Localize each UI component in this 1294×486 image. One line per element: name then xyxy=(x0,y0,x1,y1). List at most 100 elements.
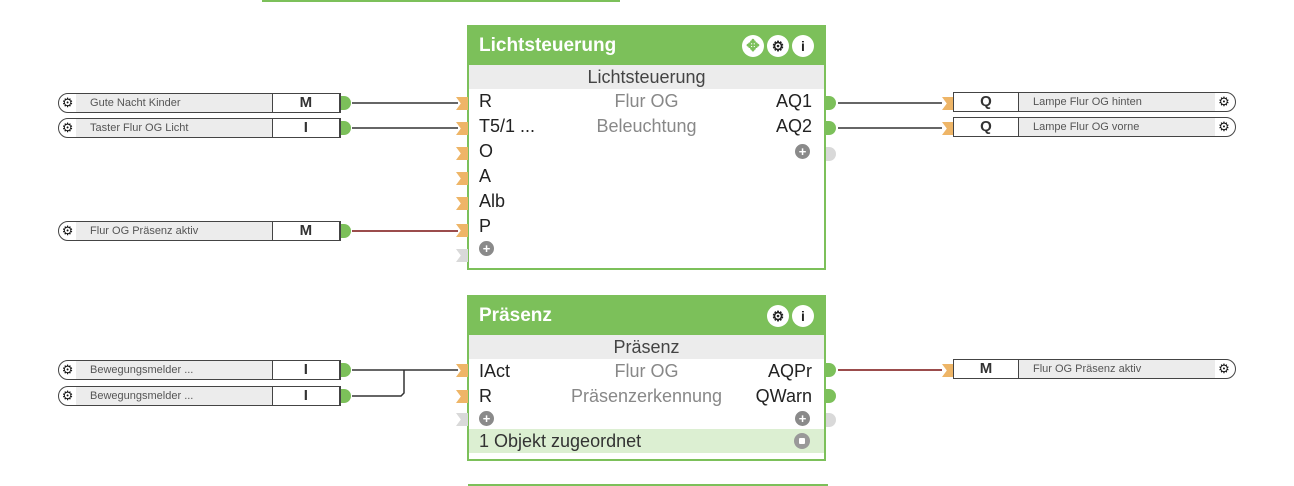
move-icon[interactable]: ✥ xyxy=(742,35,764,57)
block-row: + + xyxy=(469,409,824,429)
output-port[interactable] xyxy=(826,121,840,135)
input-label: R xyxy=(479,91,492,111)
block-subtitle: Präsenz xyxy=(469,335,824,359)
input-port[interactable] xyxy=(456,197,468,210)
add-output-icon[interactable]: + xyxy=(795,144,810,159)
input-label: T5/1 ... xyxy=(479,116,536,136)
input-port[interactable] xyxy=(456,147,468,160)
input-port[interactable] xyxy=(456,122,468,135)
input-port[interactable] xyxy=(456,97,468,110)
block-title: Lichtsteuerung xyxy=(479,35,617,56)
object-taster-flur-og-licht[interactable]: ⚙ Taster Flur OG Licht I xyxy=(58,118,341,138)
gear-icon[interactable]: ⚙ xyxy=(1218,119,1230,134)
input-port[interactable] xyxy=(456,390,468,403)
input-port[interactable] xyxy=(942,122,954,135)
output-port[interactable] xyxy=(826,389,840,403)
block-row: + xyxy=(469,239,824,259)
row-label: Flur OG xyxy=(614,361,679,381)
object-name: Flur OG Präsenz aktiv xyxy=(1019,360,1215,378)
object-name: Bewegungsmelder ... xyxy=(76,361,272,379)
output-port-empty[interactable] xyxy=(826,413,840,427)
input-port[interactable] xyxy=(942,364,954,377)
block-subtitle: Lichtsteuerung xyxy=(469,65,824,89)
output-port[interactable] xyxy=(341,224,355,238)
object-name: Flur OG Präsenz aktiv xyxy=(76,222,272,240)
output-port[interactable] xyxy=(341,389,355,403)
input-label: A xyxy=(479,166,492,186)
block-header[interactable]: Präsenz ⚙ i xyxy=(469,297,824,335)
gear-icon[interactable]: ⚙ xyxy=(1218,361,1230,376)
assigned-objects-label: 1 Objekt zugeordnet xyxy=(479,431,642,451)
input-port-empty[interactable] xyxy=(456,249,468,262)
input-label: IAct xyxy=(479,361,511,381)
object-name: Taster Flur OG Licht xyxy=(76,119,272,137)
object-type: M xyxy=(954,360,1019,378)
block-row: O + xyxy=(469,139,824,164)
input-port[interactable] xyxy=(456,224,468,237)
block-row: A xyxy=(469,164,824,189)
input-label: R xyxy=(479,386,492,406)
object-flur-og-praesenz-aktiv[interactable]: ⚙ Flur OG Präsenz aktiv M xyxy=(58,221,341,241)
output-label: AQPr xyxy=(767,361,812,381)
object-name: Lampe Flur OG hinten xyxy=(1019,93,1215,111)
add-input-icon[interactable]: + xyxy=(479,411,494,426)
row-label: Präsenzerkennung xyxy=(570,386,723,406)
input-label: P xyxy=(479,216,492,236)
output-port[interactable] xyxy=(826,363,840,377)
block-footer[interactable]: 1 Objekt zugeordnet xyxy=(469,429,824,453)
gear-icon[interactable]: ⚙ xyxy=(61,120,74,135)
add-input-icon[interactable]: + xyxy=(479,241,494,256)
gear-icon[interactable]: ⚙ xyxy=(1218,94,1230,109)
block-edge-bottom xyxy=(468,484,828,486)
info-icon[interactable]: i xyxy=(792,35,814,57)
row-label: Flur OG xyxy=(614,91,679,111)
input-port[interactable] xyxy=(456,364,468,377)
gear-icon[interactable]: ⚙ xyxy=(61,95,74,110)
output-port[interactable] xyxy=(341,121,355,135)
row-label: Beleuchtung xyxy=(596,116,697,136)
block-header[interactable]: Lichtsteuerung ✥ ⚙ i xyxy=(469,27,824,65)
object-type: Q xyxy=(954,118,1019,136)
block-row: IAct Flur OG AQPr xyxy=(469,359,824,384)
object-name: Lampe Flur OG vorne xyxy=(1019,118,1215,136)
add-output-icon[interactable]: + xyxy=(795,411,810,426)
gear-icon[interactable]: ⚙ xyxy=(61,223,74,238)
output-label: AQ2 xyxy=(775,116,812,136)
gear-icon[interactable]: ⚙ xyxy=(767,35,789,57)
input-port-empty[interactable] xyxy=(456,413,468,426)
output-label: QWarn xyxy=(755,386,812,406)
input-port[interactable] xyxy=(456,172,468,185)
object-icon[interactable] xyxy=(794,433,810,449)
logic-block-praesenz[interactable]: Präsenz ⚙ i Präsenz IAct Flur OG AQPr R … xyxy=(467,295,826,461)
object-bewegungsmelder-1[interactable]: ⚙ Bewegungsmelder ... I xyxy=(58,360,341,380)
block-row: Alb xyxy=(469,189,824,214)
object-name: Bewegungsmelder ... xyxy=(76,387,272,405)
input-label: O xyxy=(479,141,494,161)
gear-icon[interactable]: ⚙ xyxy=(61,388,74,403)
object-lampe-flur-og-vorne[interactable]: Q Lampe Flur OG vorne ⚙ xyxy=(953,117,1236,137)
input-label: Alb xyxy=(479,191,506,211)
output-port[interactable] xyxy=(826,96,840,110)
logic-block-lichtsteuerung[interactable]: Lichtsteuerung ✥ ⚙ i Lichtsteuerung R Fl… xyxy=(467,25,826,270)
block-title: Präsenz xyxy=(479,305,552,326)
input-port[interactable] xyxy=(942,97,954,110)
object-type: M xyxy=(271,94,340,112)
gear-icon[interactable]: ⚙ xyxy=(767,305,789,327)
info-icon[interactable]: i xyxy=(792,305,814,327)
wire-bewegung-2 xyxy=(352,370,405,397)
object-lampe-flur-og-hinten[interactable]: Q Lampe Flur OG hinten ⚙ xyxy=(953,92,1236,112)
block-row: T5/1 ... Beleuchtung AQ2 xyxy=(469,114,824,139)
object-type: I xyxy=(271,361,340,379)
output-port[interactable] xyxy=(341,363,355,377)
block-row: R Flur OG AQ1 xyxy=(469,89,824,114)
output-label: AQ1 xyxy=(775,91,812,111)
object-gute-nacht-kinder[interactable]: ⚙ Gute Nacht Kinder M xyxy=(58,93,341,113)
object-name: Gute Nacht Kinder xyxy=(76,94,272,112)
output-port-empty[interactable] xyxy=(826,147,840,161)
output-port[interactable] xyxy=(341,96,355,110)
object-flur-og-praesenz-aktiv-out[interactable]: M Flur OG Präsenz aktiv ⚙ xyxy=(953,359,1236,379)
object-type: I xyxy=(271,119,340,137)
object-bewegungsmelder-2[interactable]: ⚙ Bewegungsmelder ... I xyxy=(58,386,341,406)
gear-icon[interactable]: ⚙ xyxy=(61,362,74,377)
object-type: M xyxy=(271,222,340,240)
